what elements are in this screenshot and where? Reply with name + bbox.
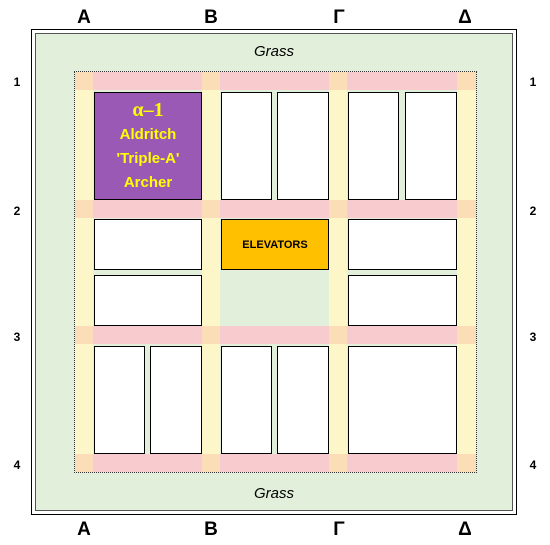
- street-row-4: [75, 454, 476, 472]
- lot-owner-name-line-3: Archer: [123, 174, 173, 191]
- intersection-d4: [457, 454, 476, 472]
- lot-a3-right[interactable]: [150, 346, 202, 454]
- lot-code: α–1: [132, 99, 164, 121]
- building-block: α–1 Aldritch 'Triple-A' Archer ELEVATORS: [74, 71, 477, 473]
- column-label-top-d: Δ: [458, 7, 472, 28]
- intersection-c3: [329, 326, 347, 344]
- row-label-right-4: 4: [529, 458, 537, 472]
- lot-c2-bottom[interactable]: [348, 275, 457, 326]
- intersection-b1: [202, 72, 220, 90]
- row-label-left-1: 1: [13, 75, 21, 89]
- lot-b1-right[interactable]: [277, 92, 329, 200]
- intersection-a3: [75, 326, 93, 344]
- lot-b1-left[interactable]: [221, 92, 272, 200]
- street-row-3: [75, 326, 476, 344]
- column-label-bottom-a: Α: [77, 519, 91, 540]
- street-column-a: [75, 72, 93, 472]
- intersection-a4: [75, 454, 93, 472]
- lot-alpha-1[interactable]: α–1 Aldritch 'Triple-A' Archer: [94, 92, 202, 200]
- column-label-bottom-d: Δ: [458, 519, 472, 540]
- street-row-2: [75, 200, 476, 218]
- lot-c3[interactable]: [348, 346, 457, 454]
- grass-label-top: Grass: [253, 43, 294, 60]
- lot-c1-left[interactable]: [348, 92, 399, 200]
- intersection-d3: [457, 326, 476, 344]
- lot-c1-right[interactable]: [405, 92, 457, 200]
- lot-owner-name-line-2: 'Triple-A': [116, 150, 180, 167]
- intersection-c4: [329, 454, 347, 472]
- column-label-bottom-c: Γ: [333, 519, 345, 540]
- lot-c2-top[interactable]: [348, 219, 457, 270]
- lot-a3-left[interactable]: [94, 346, 145, 454]
- row-label-right-3: 3: [529, 330, 537, 344]
- street-column-c: [329, 72, 347, 472]
- intersection-b4: [202, 454, 220, 472]
- street-column-b: [202, 72, 220, 472]
- intersection-a1: [75, 72, 93, 90]
- row-label-left-4: 4: [13, 458, 21, 472]
- intersection-b2: [202, 200, 220, 218]
- intersection-c2: [329, 200, 347, 218]
- row-label-left-2: 2: [13, 204, 21, 218]
- intersection-c1: [329, 72, 347, 90]
- intersection-d1: [457, 72, 476, 90]
- column-label-bottom-b: Β: [204, 519, 218, 540]
- grass-label-bottom: Grass: [253, 485, 294, 502]
- lot-owner-name-line-1: Aldritch: [119, 126, 177, 143]
- row-label-right-2: 2: [529, 204, 537, 218]
- column-label-top-c: Γ: [333, 7, 345, 28]
- intersection-a2: [75, 200, 93, 218]
- column-label-top-b: Β: [204, 7, 218, 28]
- street-row-1: [75, 72, 476, 90]
- lot-a2-top[interactable]: [94, 219, 202, 270]
- row-label-right-1: 1: [529, 75, 537, 89]
- intersection-d2: [457, 200, 476, 218]
- column-label-top-a: Α: [77, 7, 91, 28]
- street-column-d: [457, 72, 476, 472]
- row-label-left-3: 3: [13, 330, 21, 344]
- lot-b3-right[interactable]: [277, 346, 329, 454]
- lot-b3-left[interactable]: [221, 346, 272, 454]
- lot-a2-bottom[interactable]: [94, 275, 202, 326]
- intersection-b3: [202, 326, 220, 344]
- elevators[interactable]: ELEVATORS: [221, 219, 329, 270]
